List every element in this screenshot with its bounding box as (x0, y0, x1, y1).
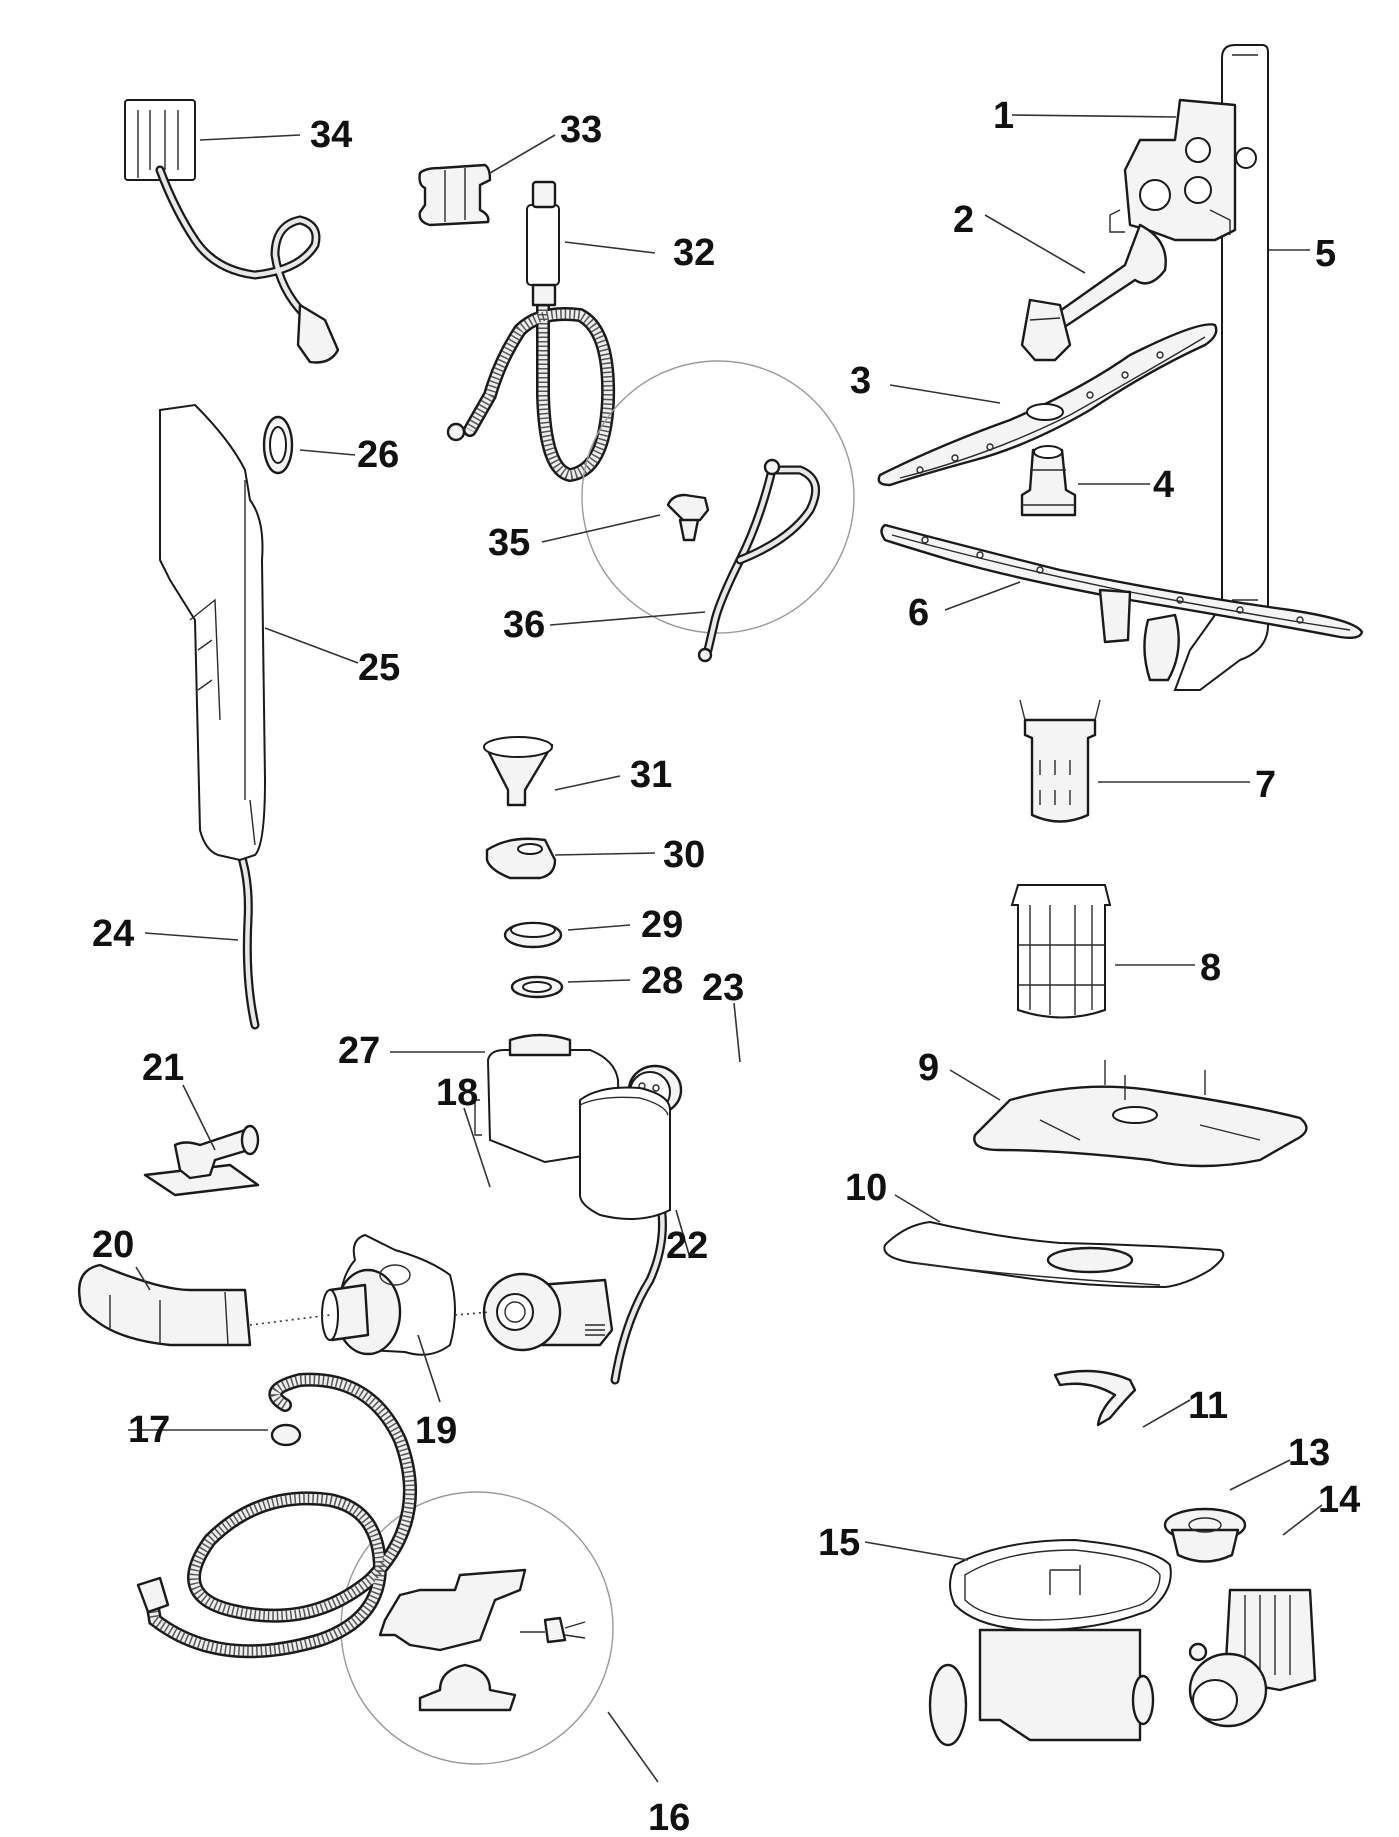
part-14-drain-pump[interactable] (1188, 1588, 1317, 1728)
callout-28: 28 (641, 960, 683, 1002)
callout-25: 25 (358, 647, 400, 689)
part-32-inlet-hose[interactable] (446, 180, 616, 483)
callout-35: 35 (488, 522, 530, 564)
callout-20: 20 (92, 1224, 134, 1266)
part-10-mesh-tray[interactable] (883, 1220, 1225, 1289)
part-22-hose[interactable] (610, 1195, 667, 1385)
callout-31: 31 (630, 754, 672, 796)
callout-14: 14 (1318, 1479, 1360, 1521)
part-27-water-softener[interactable] (474, 1033, 671, 1220)
callout-5: 5 (1315, 233, 1336, 275)
part-2-upper-arm-feed[interactable] (1020, 223, 1167, 362)
callout-8: 8 (1200, 947, 1221, 989)
callout-24: 24 (92, 913, 134, 955)
callout-18: 18 (436, 1072, 478, 1114)
part-8-coarse-filter[interactable] (1010, 884, 1112, 1019)
callout-1: 1 (993, 95, 1014, 137)
part-3-upper-spray-arm[interactable] (877, 323, 1218, 487)
part-21-drain-connector[interactable] (143, 1124, 260, 1197)
callout-15: 15 (818, 1522, 860, 1564)
part-20-elbow-duct[interactable] (78, 1263, 252, 1347)
callout-22: 22 (666, 1225, 708, 1267)
callout-7: 7 (1255, 764, 1276, 806)
callout-10: 10 (845, 1167, 887, 1209)
callout-16: 16 (648, 1797, 690, 1837)
part-33-clip[interactable] (418, 163, 492, 227)
part-29-ring[interactable] (503, 921, 563, 949)
part-16-float-switch-kit[interactable] (340, 1491, 614, 1765)
part-18-circulation-motor[interactable] (482, 1272, 614, 1352)
callout-6: 6 (908, 592, 929, 634)
callout-13: 13 (1288, 1432, 1330, 1474)
part-9-filter-plate[interactable] (973, 1060, 1308, 1168)
part-30-cap[interactable] (485, 837, 557, 880)
callout-3: 3 (850, 360, 871, 402)
part-13-turbidity-sensor[interactable] (1163, 1507, 1247, 1563)
callout-9: 9 (918, 1047, 939, 1089)
part-15-sump[interactable] (928, 1538, 1172, 1747)
callout-32: 32 (673, 232, 715, 274)
part-4-spray-arm-nut[interactable] (1020, 445, 1077, 517)
callout-33: 33 (560, 109, 602, 151)
part-34-power-cord[interactable] (124, 99, 340, 364)
callout-labels: 1 2 3 4 5 6 7 8 9 10 11 13 14 15 16 17 1… (92, 95, 1360, 1837)
part-28-gasket[interactable] (510, 975, 564, 999)
part-1-water-distributor[interactable] (1109, 98, 1257, 242)
callout-23: 23 (702, 967, 744, 1009)
detail-circle-inlet (581, 360, 855, 634)
part-5-supply-pipe[interactable] (1143, 44, 1269, 691)
part-36-hose[interactable] (697, 458, 821, 663)
callout-2: 2 (953, 199, 974, 241)
callout-11: 11 (1188, 1385, 1228, 1427)
callout-27: 27 (338, 1030, 380, 1072)
leader-lines (128, 114, 1323, 1783)
part-26-ring-nut[interactable] (262, 415, 294, 475)
part-11-clip[interactable] (1053, 1369, 1137, 1427)
part-6-lower-spray-arm[interactable] (880, 523, 1364, 644)
part-7-micro-filter[interactable] (1019, 699, 1101, 823)
part-31-funnel[interactable] (483, 736, 554, 807)
callout-34: 34 (310, 114, 352, 156)
assembly-line-20-19 (249, 1314, 331, 1326)
callout-4: 4 (1153, 464, 1174, 506)
part-25-side-panel[interactable] (159, 403, 267, 862)
callout-17: 17 (128, 1409, 170, 1451)
callout-36: 36 (503, 604, 545, 646)
callout-21: 21 (142, 1047, 184, 1089)
callout-30: 30 (663, 834, 705, 876)
part-35-float-valve[interactable] (666, 493, 710, 542)
part-17-drain-hose[interactable] (136, 1372, 417, 1659)
callout-26: 26 (357, 434, 399, 476)
callout-29: 29 (641, 904, 683, 946)
part-19-pump-housing[interactable] (321, 1233, 456, 1356)
part-24-tube[interactable] (235, 847, 260, 1030)
callout-19: 19 (415, 1410, 457, 1452)
